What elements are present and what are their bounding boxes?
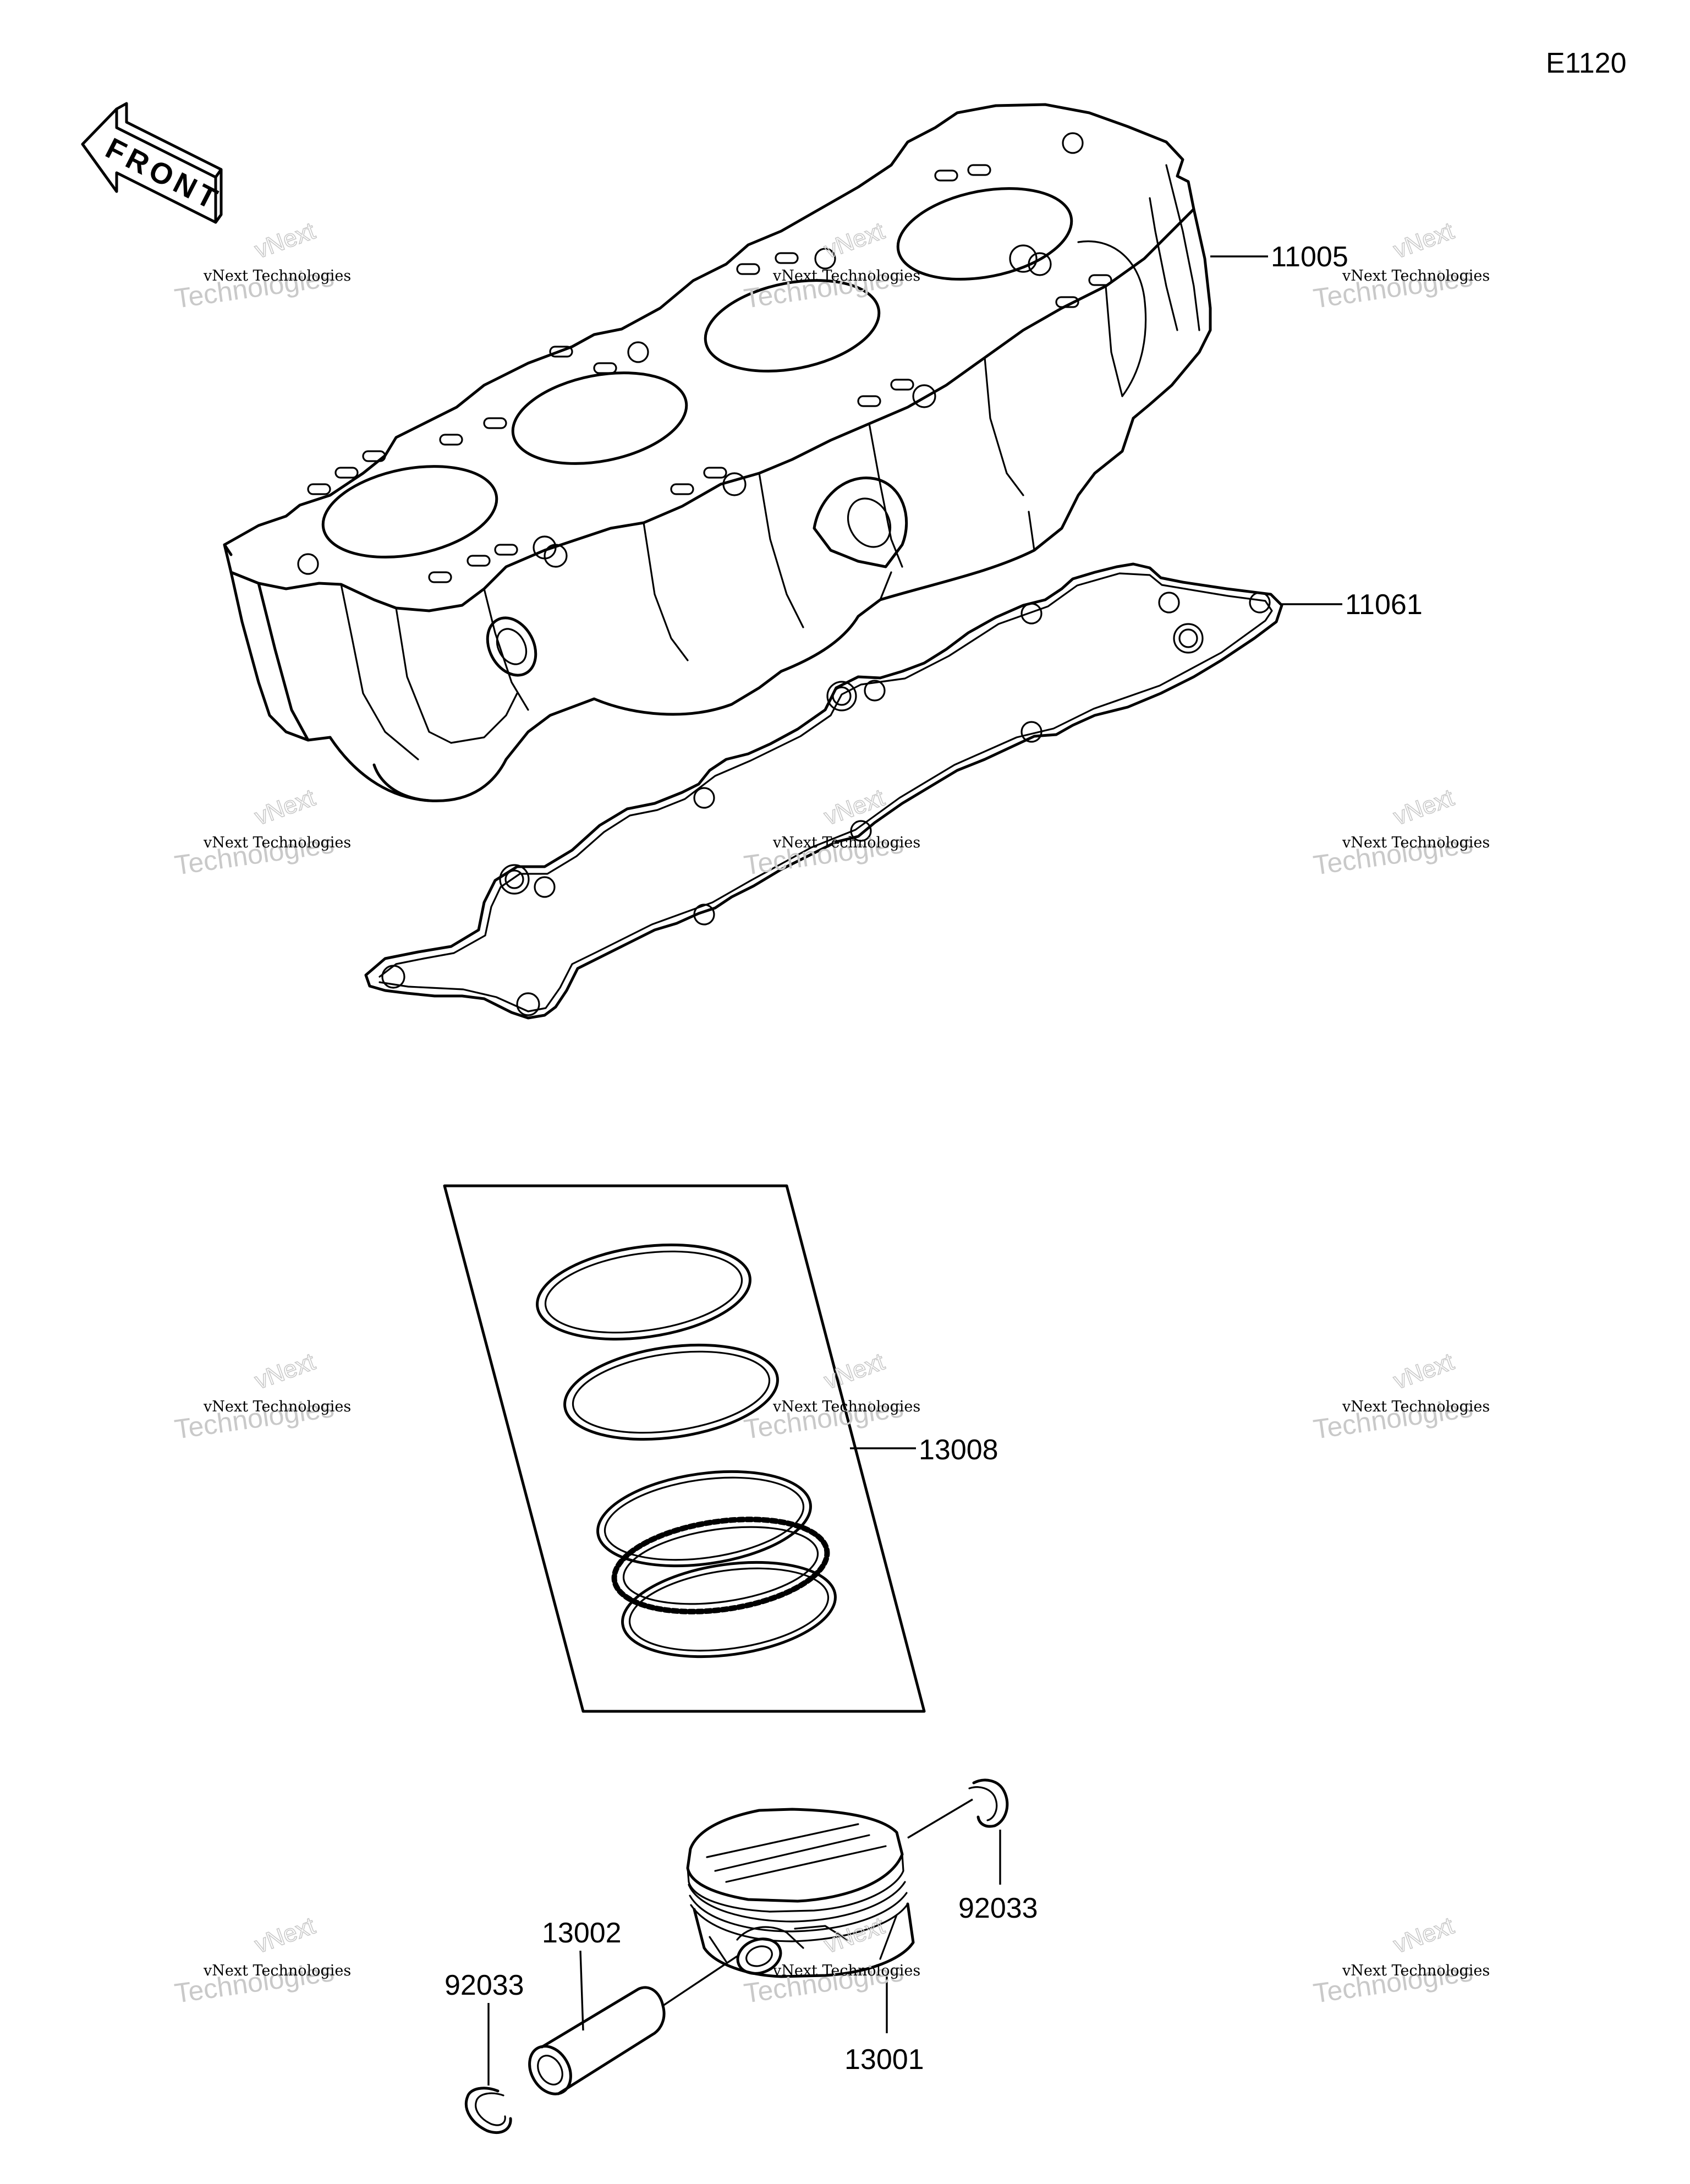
watermarks: vNext Technologies vNext Technologies vN… xyxy=(173,217,1490,2009)
part-number-13002[interactable]: 13002 xyxy=(542,1917,622,1949)
watermark: vNext Technologies vNext Technologies xyxy=(1312,1348,1490,1445)
cylinder-gasket[interactable] xyxy=(364,562,1283,1020)
leader-circlip-to-piston xyxy=(907,1798,973,1839)
watermark: vNext Technologies vNext Technologies xyxy=(1312,1912,1490,2009)
watermark: vNext Technologies vNext Technologies xyxy=(1312,784,1490,881)
part-number-11061[interactable]: 11061 xyxy=(1345,589,1423,621)
svg-text:vNext: vNext xyxy=(821,217,888,264)
leader-pin-to-piston xyxy=(662,1955,738,2007)
svg-text:vNext: vNext xyxy=(1390,784,1457,831)
svg-text:vNext Technologies: vNext Technologies xyxy=(1342,1962,1490,1979)
svg-text:vNext: vNext xyxy=(251,217,319,264)
svg-text:vNext Technologies: vNext Technologies xyxy=(772,1962,920,1979)
diagram-code: E1120 xyxy=(1546,47,1627,79)
part-number-92033-right[interactable]: 92033 xyxy=(958,1892,1038,1924)
svg-text:vNext: vNext xyxy=(251,784,319,831)
svg-text:vNext Technologies: vNext Technologies xyxy=(203,1962,351,1979)
leader-13002 xyxy=(579,1950,584,2031)
part-number-13008[interactable]: 13008 xyxy=(919,1434,998,1466)
svg-text:vNext: vNext xyxy=(251,1348,319,1395)
front-arrow-icon: FRONT xyxy=(81,102,226,224)
piston-pin[interactable] xyxy=(522,1986,666,2101)
piston[interactable] xyxy=(686,1808,915,1979)
svg-text:vNext Technologies: vNext Technologies xyxy=(772,1398,920,1415)
watermark: vNext Technologies vNext Technologies xyxy=(742,784,920,881)
svg-text:vNext Technologies: vNext Technologies xyxy=(203,834,351,851)
part-number-13001[interactable]: 13001 xyxy=(844,2044,924,2076)
watermark: vNext Technologies vNext Technologies xyxy=(173,1348,351,1445)
svg-text:vNext Technologies: vNext Technologies xyxy=(1342,267,1490,284)
svg-text:vNext: vNext xyxy=(821,1912,888,1959)
svg-text:vNext: vNext xyxy=(1390,217,1457,264)
svg-text:vNext: vNext xyxy=(1390,1912,1457,1959)
svg-text:vNext Technologies: vNext Technologies xyxy=(203,1398,351,1415)
piston-ring-set[interactable] xyxy=(443,1184,926,1713)
svg-text:vNext Technologies: vNext Technologies xyxy=(772,834,920,851)
svg-text:vNext Technologies: vNext Technologies xyxy=(1342,1398,1490,1415)
svg-text:vNext: vNext xyxy=(251,1912,319,1959)
svg-text:vNext: vNext xyxy=(1390,1348,1457,1395)
svg-text:vNext Technologies: vNext Technologies xyxy=(203,267,351,284)
watermark: vNext Technologies vNext Technologies xyxy=(173,217,351,314)
part-number-11005[interactable]: 11005 xyxy=(1271,241,1348,273)
circlip-right[interactable] xyxy=(968,1778,1009,1828)
watermark: vNext Technologies vNext Technologies xyxy=(173,784,351,881)
cylinder-block[interactable] xyxy=(223,103,1212,802)
svg-text:vNext Technologies: vNext Technologies xyxy=(772,267,920,284)
circlip-left[interactable] xyxy=(464,2087,512,2134)
watermark: vNext Technologies vNext Technologies xyxy=(173,1912,351,2009)
svg-text:vNext Technologies: vNext Technologies xyxy=(1342,834,1490,851)
part-number-92033-left[interactable]: 92033 xyxy=(445,1969,524,2001)
